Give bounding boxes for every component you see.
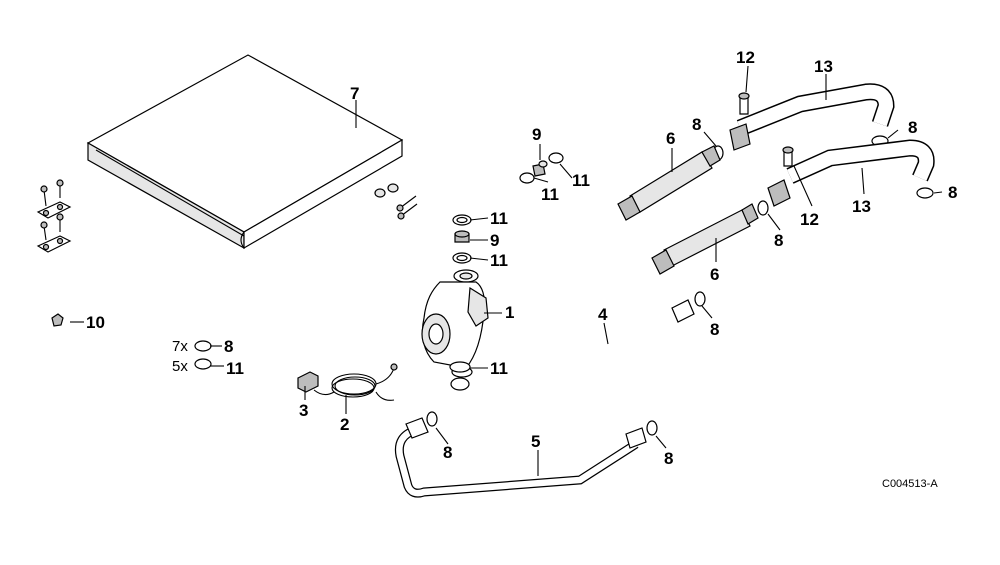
clip-part-10 [51, 313, 64, 327]
washers-part-8 [426, 135, 934, 436]
drawing-reference-code: C004513-A [882, 478, 938, 490]
callout-11-b: 11 [490, 251, 508, 270]
flex-hose-part-6-upper [617, 145, 721, 221]
callout-8-f: 8 [908, 118, 917, 137]
cover-panel-part-7 [86, 54, 404, 250]
callout-5: 5 [531, 432, 540, 451]
flex-hose-part-6-lower [651, 203, 759, 275]
callout-13-upper: 13 [814, 57, 833, 76]
callout-6-upper: 6 [666, 129, 675, 148]
callout-1: 1 [505, 303, 514, 322]
callout-10: 10 [86, 313, 105, 332]
kit-legend-qty-1: 7x [172, 338, 188, 355]
clips-and-screws-right [374, 183, 418, 220]
callout-9-upper: 9 [532, 125, 541, 144]
pump-part-1 [421, 269, 489, 378]
kit-legend-part-1: 8 [224, 337, 233, 356]
callout-11-d: 11 [541, 185, 559, 204]
pipe-part-5 [394, 417, 647, 498]
callout-13-lower: 13 [852, 197, 871, 216]
callout-12-upper: 12 [736, 48, 755, 67]
legend-washer-icons [194, 340, 212, 370]
kit-legend: 7x 8 5x 11 [172, 337, 244, 378]
callout-9-mid: 9 [490, 231, 499, 250]
callout-8-a: 8 [692, 115, 701, 134]
callout-4: 4 [598, 305, 608, 324]
callout-8-b: 8 [774, 231, 783, 250]
nipple-group-upper [519, 152, 564, 184]
callout-labels: 7 1 2 3 4 5 6 6 8 8 8 8 8 8 8 9 9 10 11 … [86, 48, 957, 468]
pipe-part-4 [450, 299, 695, 433]
callout-7: 7 [350, 84, 359, 103]
shaped-pipe-part-13-lower [767, 139, 935, 207]
callout-6-lower: 6 [710, 265, 719, 284]
callout-8-g: 8 [948, 183, 957, 202]
callout-8-e: 8 [443, 443, 452, 462]
callout-8-c: 8 [710, 320, 719, 339]
mounting-brackets-left [36, 179, 72, 253]
kit-legend-part-2: 11 [226, 359, 244, 378]
leader-lines [70, 65, 943, 476]
callout-3: 3 [299, 401, 308, 420]
callout-11-e: 11 [572, 171, 590, 190]
callout-2: 2 [340, 415, 349, 434]
callout-11-a: 11 [490, 209, 508, 228]
air-vent-part-12-lower [782, 146, 794, 167]
callout-11-c: 11 [490, 359, 508, 378]
connector-part-3 [297, 371, 319, 393]
seal-and-nipple-stack [449, 214, 472, 373]
air-vent-part-12-upper [738, 92, 750, 115]
shaped-pipe-part-13-upper [729, 83, 895, 151]
kit-legend-qty-2: 5x [172, 358, 188, 375]
cable-part-2 [313, 363, 398, 401]
callout-8-d: 8 [664, 449, 673, 468]
callout-12-lower: 12 [800, 210, 819, 229]
